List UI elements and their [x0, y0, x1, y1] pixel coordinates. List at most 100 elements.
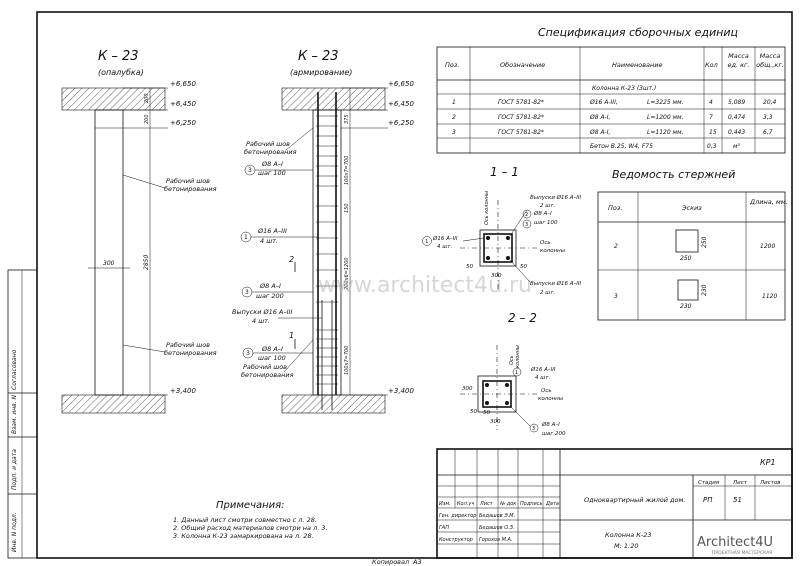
- svg-text:2 шт.: 2 шт.: [540, 290, 555, 296]
- svg-text:100х7=700: 100х7=700: [344, 156, 350, 185]
- svg-text:Рабочий шов: Рабочий шов: [246, 140, 290, 148]
- svg-text:+3,400: +3,400: [388, 387, 414, 395]
- svg-text:250: 250: [680, 255, 692, 262]
- svg-text:50: 50: [483, 410, 490, 416]
- svg-text:бетонирования: бетонирования: [244, 148, 297, 156]
- spec-cell: 2: [452, 114, 456, 121]
- svg-text:4 шт.: 4 шт.: [252, 317, 270, 325]
- svg-text:3: 3: [525, 222, 528, 228]
- svg-text:51: 51: [733, 496, 742, 504]
- svg-text:4 шт.: 4 шт.: [260, 237, 278, 245]
- svg-text:300: 300: [462, 386, 473, 392]
- sheet-name: Колонна К-23: [605, 531, 652, 539]
- svg-text:300: 300: [490, 419, 501, 425]
- svg-text:Бетон В.25, W4, F75: Бетон В.25, W4, F75: [590, 143, 653, 150]
- svg-text:Копировал: Копировал: [372, 558, 409, 566]
- svg-text:230: 230: [680, 303, 692, 310]
- svg-text:шаг 100: шаг 100: [258, 354, 286, 362]
- svg-text:+3,400: +3,400: [170, 387, 196, 395]
- spec-cell: Ø8 А-I,: [589, 129, 610, 136]
- svg-text:50: 50: [466, 264, 473, 270]
- svg-text:шаг 200: шаг 200: [542, 431, 566, 437]
- spec-cell: 5,089: [728, 99, 745, 106]
- svg-text:3: 3: [246, 350, 250, 357]
- svg-text:бетонирования: бетонирования: [164, 349, 217, 357]
- svg-text:Обозначение: Обозначение: [500, 61, 545, 69]
- spec-cell: 0,474: [728, 114, 745, 121]
- section-2-2: 2 – 2 Ось колонны 1 Ø16 А–III 4 шт. Ось …: [460, 311, 566, 437]
- svg-text:2 шт.: 2 шт.: [540, 203, 555, 209]
- svg-text:Рабочий шов: Рабочий шов: [166, 177, 210, 185]
- svg-text:Кол.уч: Кол.уч: [457, 501, 474, 507]
- svg-text:200х6=1200: 200х6=1200: [344, 257, 350, 290]
- svg-text:Ось: Ось: [509, 355, 515, 365]
- svg-text:Длина, мм.: Длина, мм.: [749, 198, 788, 206]
- spec-cell: ГОСТ 5781-82*: [498, 129, 544, 136]
- svg-text:А3: А3: [412, 558, 422, 566]
- svg-text:РП: РП: [703, 496, 713, 504]
- svg-text:Бедашов О.З.: Бедашов О.З.: [479, 525, 515, 531]
- svg-text:1: 1: [515, 370, 518, 376]
- notes-block: Примечания: 1. Данный лист смотри совмес…: [173, 500, 328, 540]
- reinforcement-view: К – 23 (армирование) +6,650 +6,450 +6,25…: [232, 49, 414, 414]
- spec-cell: 20,4: [763, 99, 777, 106]
- svg-text:300: 300: [491, 273, 502, 279]
- rebar-column: [312, 109, 342, 396]
- svg-text:бетонирования: бетонирования: [164, 185, 217, 193]
- svg-text:Ø16 А–III: Ø16 А–III: [530, 366, 556, 373]
- svg-text:2850: 2850: [143, 255, 150, 270]
- svg-text:Ось: Ось: [541, 388, 552, 394]
- svg-text:230: 230: [701, 284, 708, 296]
- spec-cell: L=1200 мм.: [647, 114, 684, 121]
- column-outline: [94, 109, 124, 396]
- svg-text:3: 3: [532, 426, 535, 432]
- svg-text:Рабочий шов: Рабочий шов: [166, 341, 210, 349]
- svg-text:1: 1: [244, 234, 248, 241]
- svg-text:Лист: Лист: [732, 480, 748, 486]
- formwork-view: К – 23 (опалубка) +6,650 +6,450 +6,250 +…: [61, 49, 217, 414]
- svg-text:Наименование: Наименование: [612, 61, 663, 69]
- svg-text:Кол: Кол: [705, 61, 718, 69]
- svg-text:1200: 1200: [760, 243, 775, 250]
- svg-text:1. Данный лист смотри совместн: 1. Данный лист смотри совместно с л. 28.: [173, 516, 317, 524]
- svg-text:Листов: Листов: [759, 480, 781, 486]
- spec-cell: 1: [452, 99, 456, 106]
- svg-text:200: 200: [144, 114, 150, 124]
- svg-text:шаг 100: шаг 100: [258, 169, 286, 177]
- logo: Architect4U: [697, 535, 773, 550]
- svg-text:1: 1: [289, 331, 294, 340]
- callout-1: 3 Ø8 А–I шаг 100: [244, 160, 313, 177]
- spec-table: Спецификация сборочных единиц Поз. Обозн…: [436, 26, 786, 154]
- svg-text:Конструктор: Конструктор: [439, 537, 473, 543]
- stamp-code: КР1: [760, 458, 776, 467]
- formwork-subtitle: (опалубка): [98, 68, 144, 77]
- callout-3: 3 Ø8 А–I шаг 200: [241, 282, 313, 300]
- side-agreed: Согласовано: [11, 349, 18, 390]
- svg-text:Поз.: Поз.: [445, 61, 459, 69]
- section-1-title: 1 – 1: [490, 165, 519, 179]
- svg-text:+6,250: +6,250: [170, 119, 196, 127]
- svg-text:50: 50: [520, 264, 527, 270]
- svg-text:375: 375: [344, 114, 350, 124]
- notes-title: Примечания:: [216, 500, 285, 511]
- svg-text:1: 1: [425, 239, 429, 245]
- svg-text:1120: 1120: [762, 293, 777, 300]
- svg-text:4 шт.: 4 шт.: [437, 244, 452, 250]
- svg-text:Выпуски Ø16 А–III: Выпуски Ø16 А–III: [530, 194, 581, 201]
- section-1-1: 1 – 1 Ось колонны 1 Ø16 А–III 4 шт. Выпу…: [422, 165, 581, 296]
- svg-text:Ø8 А–I: Ø8 А–I: [261, 160, 283, 168]
- svg-text:2. Общий расход материалов смо: 2. Общий расход материалов смотри на л. …: [173, 524, 328, 532]
- svg-text:Рабочий шов: Рабочий шов: [243, 363, 287, 371]
- svg-text:+6,650: +6,650: [388, 80, 414, 88]
- svg-text:100х7=700: 100х7=700: [344, 346, 350, 375]
- svg-text:Изм.: Изм.: [439, 501, 451, 507]
- spec-cell: L=1120 мм.: [647, 129, 684, 136]
- svg-text:2: 2: [614, 243, 618, 250]
- watermark: www.architect4u.ru: [318, 273, 532, 298]
- svg-text:Выпуски Ø16 А–III: Выпуски Ø16 А–III: [232, 308, 292, 316]
- slab-bottom: [61, 394, 166, 414]
- svg-text:Дата: Дата: [545, 501, 559, 507]
- svg-text:Ось: Ось: [540, 240, 551, 246]
